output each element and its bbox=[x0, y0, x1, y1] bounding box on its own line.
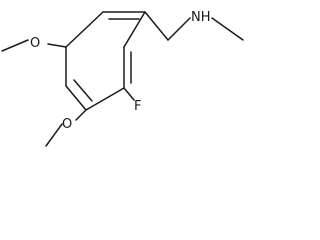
fluoro-group bbox=[123, 87, 135, 101]
bond-ring-o-upper bbox=[47, 43, 67, 48]
ring-bond-lower-left-inner bbox=[73, 79, 93, 102]
bond-ring-ch2 bbox=[144, 11, 169, 41]
ring-bond-upper-left bbox=[65, 11, 104, 48]
structure-diagram: O O F NH bbox=[1, 10, 244, 147]
methoxy-group-lower bbox=[45, 109, 87, 147]
structure-canvas: O O F NH bbox=[0, 0, 247, 151]
amine-label: NH bbox=[191, 10, 211, 25]
oxygen-label-upper: O bbox=[30, 36, 40, 51]
methylaminomethyl-group bbox=[144, 11, 244, 41]
bond-o-methyl-upper bbox=[1, 39, 29, 52]
fluorine-label: F bbox=[134, 99, 141, 114]
bond-ch2-n bbox=[167, 17, 191, 41]
oxygen-label-lower: O bbox=[62, 117, 72, 132]
bond-o-methyl-lower bbox=[45, 123, 63, 147]
ring-bond-upper-right bbox=[123, 11, 146, 48]
methoxy-group-upper bbox=[1, 39, 67, 52]
ring-bond-lower-right bbox=[85, 87, 125, 111]
ring-bond-lower-left bbox=[65, 85, 87, 111]
benzene-ring bbox=[65, 11, 146, 111]
bond-ring-f bbox=[123, 87, 135, 101]
bond-n-methyl bbox=[211, 17, 244, 41]
bond-ring-o-lower bbox=[75, 109, 87, 121]
